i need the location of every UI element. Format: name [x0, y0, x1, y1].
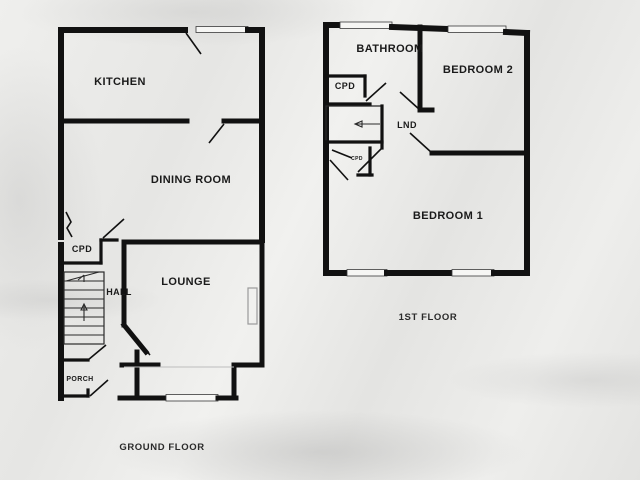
room-label-bedroom-1: BEDROOM 1 — [413, 210, 483, 222]
door-bedroom1 — [357, 147, 383, 173]
room-label-lnd: LND — [397, 120, 417, 130]
window-bedroom1-bottom-left — [346, 269, 388, 277]
room-label-lounge: LOUNGE — [161, 276, 210, 288]
window-bedroom1-bottom-right — [451, 269, 495, 277]
window-bedroom2-top — [447, 25, 507, 33]
door-porch-entrance — [89, 379, 109, 397]
window-lounge-right — [247, 287, 258, 325]
door-hall-porch — [87, 344, 107, 361]
room-label-hall: HALL — [106, 287, 132, 297]
door-bedroom2 — [409, 132, 433, 154]
door-bathroom — [399, 91, 421, 111]
stair-down-arrow — [353, 120, 363, 128]
room-label-porch: PORCH — [66, 376, 93, 383]
room-label-dining-room: DINING ROOM — [151, 174, 231, 186]
door-lounge-hall — [123, 324, 151, 356]
stair-direction-arrow — [80, 302, 88, 311]
room-label-cpd-lower: CPD — [351, 156, 363, 162]
wall-ff-top-right-stub — [502, 28, 531, 37]
door-cpd-ground — [102, 218, 125, 239]
room-label-bathroom: BATHROOM — [356, 43, 423, 55]
window-bathroom-top — [339, 21, 393, 29]
room-label-cpd-upper: CPD — [335, 81, 355, 91]
room-label-cpd-ground: CPD — [72, 244, 92, 254]
stair-up-arrowhead — [77, 274, 85, 282]
door-cpd-lower — [331, 149, 353, 159]
door-cpd-upper — [365, 82, 387, 102]
room-label-kitchen: KITCHEN — [94, 76, 146, 88]
door-landing-bedroom1 — [329, 159, 349, 181]
room-label-bedroom-2: BEDROOM 2 — [443, 64, 513, 76]
door-kitchen-dining — [208, 123, 225, 144]
plan-caption-ground-floor: GROUND FLOOR — [119, 442, 204, 453]
marker-wall-break-left — [65, 211, 73, 238]
door-kitchen-rear — [185, 32, 202, 55]
plan-caption-first-floor: 1ST FLOOR — [399, 312, 458, 323]
